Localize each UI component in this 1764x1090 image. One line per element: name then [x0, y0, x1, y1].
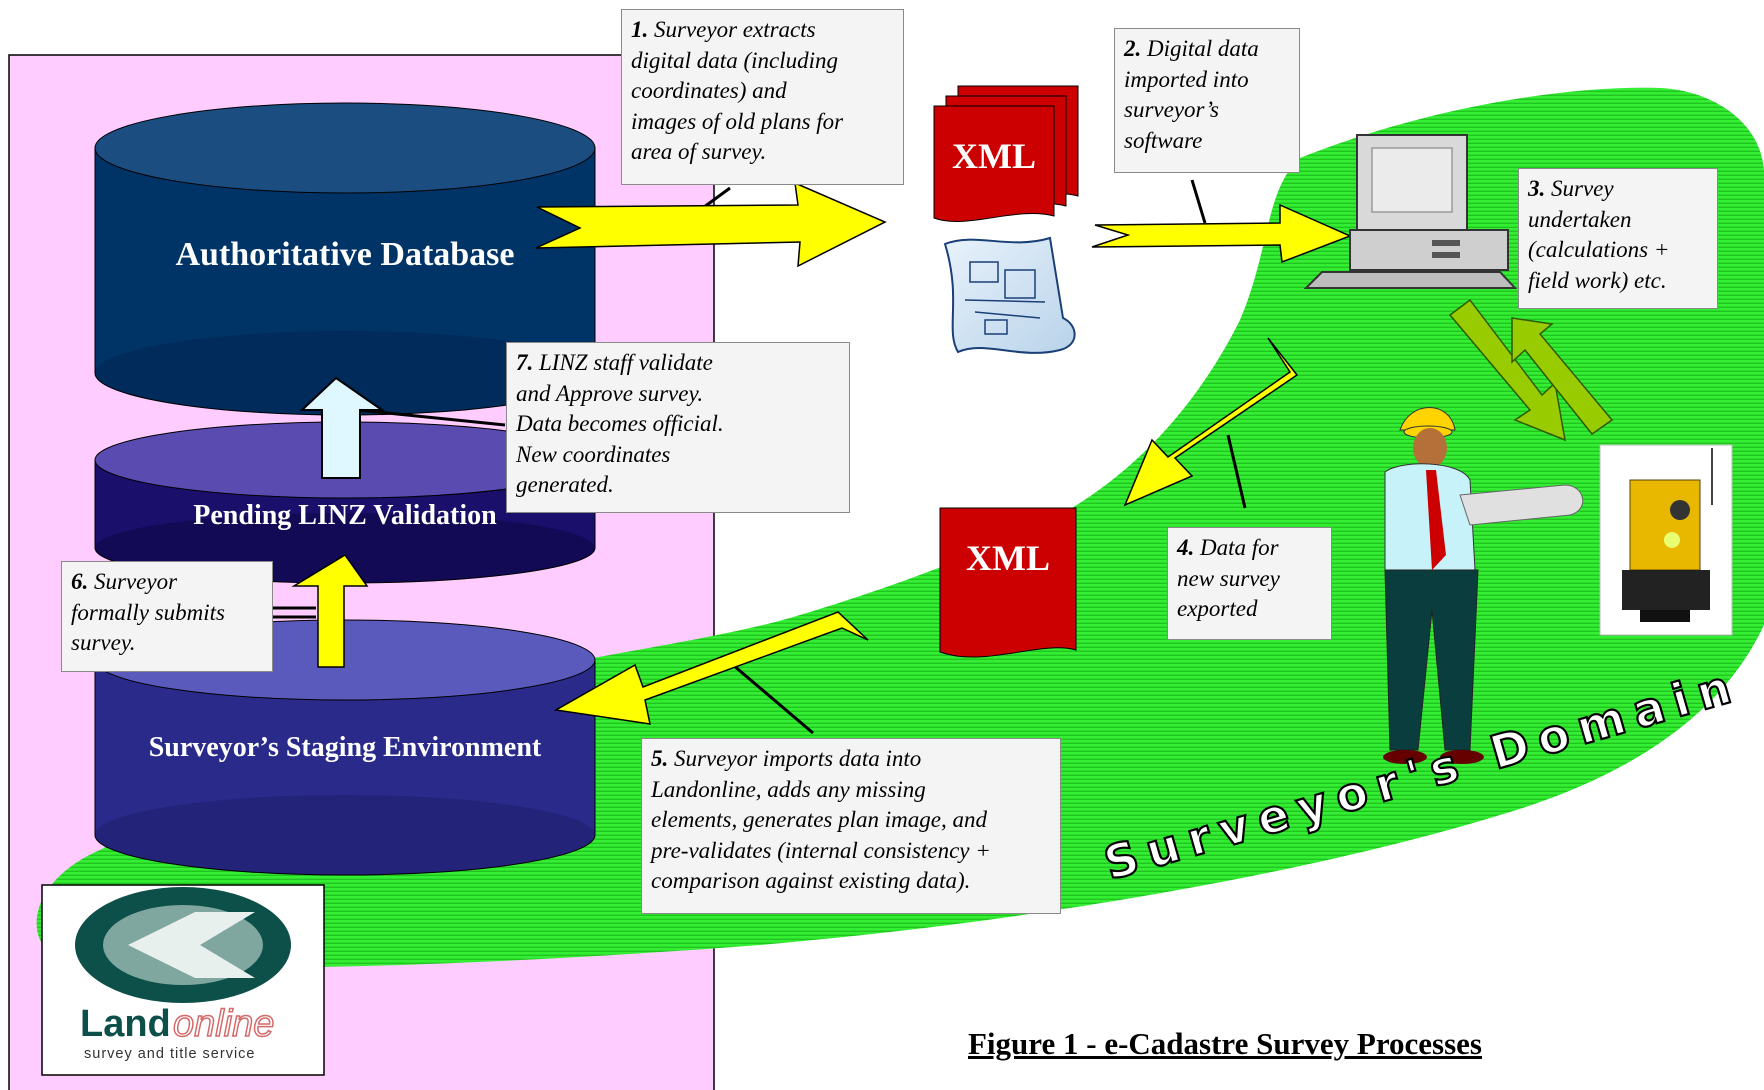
xml-label-middle: XML: [966, 538, 1050, 578]
arrow-submit: [291, 553, 369, 668]
xml-label-top: XML: [952, 136, 1036, 176]
logo-tagline: survey and title service: [84, 1046, 255, 1062]
surveyor-person-icon: [1383, 407, 1584, 764]
computer-icon: [1303, 134, 1518, 289]
authoritative-database: [94, 102, 596, 416]
staging-database-title: Surveyor’s Staging Environment: [148, 732, 542, 763]
arrows-field-work: [1448, 298, 1614, 442]
logo-online: online: [173, 1003, 274, 1045]
figure-caption: Figure 1 - e-Cadastre Survey Processes: [968, 1026, 1482, 1061]
step-4-note: 4. Data for new survey exported: [1167, 527, 1332, 640]
staging-database: [94, 619, 596, 876]
step-5-note: 5. Surveyor imports data into Landonline…: [641, 738, 1061, 914]
pending-database-title: Pending LINZ Validation: [193, 500, 497, 531]
arrow-import: [1091, 203, 1352, 264]
step-1-note: 1. Surveyor extracts digital data (inclu…: [621, 9, 904, 185]
arrow-export: [1123, 337, 1299, 507]
old-plan-scroll-icon: [943, 236, 1076, 354]
authoritative-database-title: Authoritative Database: [175, 236, 515, 273]
xml-document-export: XML: [939, 507, 1077, 658]
landonline-logo: Land online survey and title service: [41, 884, 325, 1076]
step-6-note: 6. Surveyor formally submits survey.: [61, 561, 273, 672]
step-7-note: 7. LINZ staff validate and Approve surve…: [506, 342, 850, 513]
logo-land: Land: [80, 1003, 171, 1045]
arrow-approve: [299, 376, 386, 479]
step-2-note: 2. Digital data imported into surveyor’s…: [1114, 28, 1300, 173]
arrow-extract: [535, 181, 887, 268]
connector-lines: [270, 179, 1247, 735]
xml-document-stack: XML: [933, 85, 1079, 222]
arrow-staging-import: [553, 611, 869, 725]
step-3-note: 3. Survey undertaken (calculations + fie…: [1518, 168, 1718, 309]
total-station-icon: [1599, 444, 1733, 636]
